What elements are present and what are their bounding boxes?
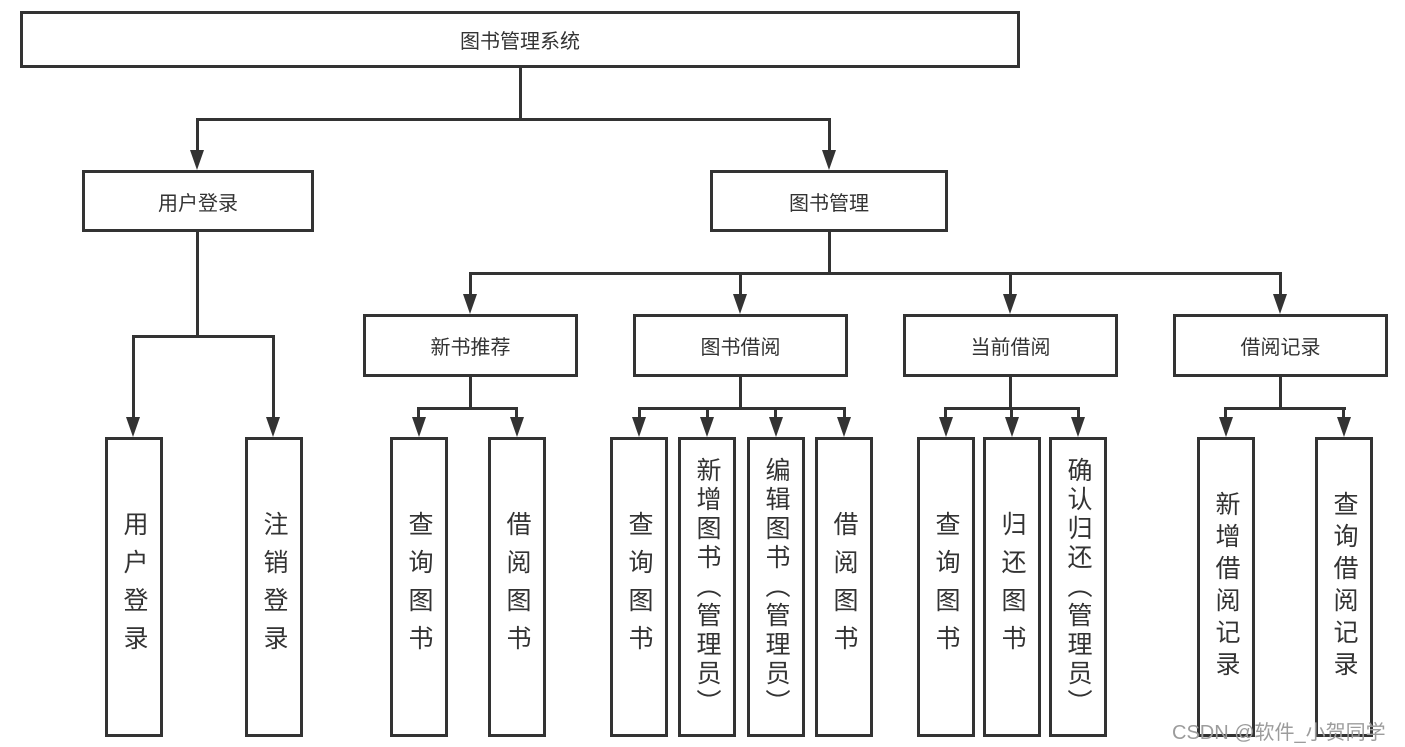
connector-line (1279, 377, 1282, 407)
connector-line (132, 335, 275, 338)
leaf-borrow-books-2: 借阅图书 (815, 437, 873, 737)
leaf-label: 借阅图书 (503, 511, 531, 663)
csdn-watermark: CSDN @软件_小贺同学 (1172, 722, 1386, 744)
connector-line (1010, 407, 1013, 419)
connector-line (132, 335, 135, 417)
leaf-edit-books-admin: 编辑图书（管理员） (747, 437, 805, 737)
arrow-down-icon (190, 150, 204, 170)
leaf-label: 借阅图书 (830, 511, 858, 663)
arrow-down-icon (1071, 417, 1085, 437)
leaf-label: 用户登录 (120, 511, 148, 663)
connector-line (638, 407, 641, 419)
connector-line (1009, 272, 1012, 296)
leaf-add-borrow-record: 新增借阅记录 (1197, 437, 1255, 737)
leaf-label: 新增借阅记录 (1212, 491, 1240, 683)
node-library-management-system: 图书管理系统 (20, 11, 1020, 68)
leaf-query-books-2: 查询图书 (610, 437, 668, 737)
node-label: 图书管理 (789, 192, 869, 215)
connector-line (1279, 272, 1282, 296)
connector-line (739, 272, 742, 296)
connector-line (519, 68, 522, 118)
node-label: 新书推荐 (430, 337, 511, 359)
connector-line (417, 407, 420, 419)
leaf-label: 注销登录 (260, 511, 288, 663)
connector-line (196, 118, 199, 152)
leaf-borrow-books: 借阅图书 (488, 437, 546, 737)
leaf-add-books-admin: 新增图书（管理员） (678, 437, 736, 737)
leaf-confirm-return-admin: 确认归还（管理员） (1049, 437, 1107, 737)
connector-line (1077, 407, 1080, 419)
arrow-down-icon (632, 417, 646, 437)
connector-line (1224, 407, 1346, 410)
connector-line (1009, 377, 1012, 407)
node-label: 图书借阅 (700, 337, 781, 359)
connector-line (774, 407, 777, 419)
arrow-down-icon (822, 150, 836, 170)
connector-line (944, 407, 947, 419)
arrow-down-icon (1003, 294, 1017, 314)
connector-line (469, 272, 472, 296)
connector-line (739, 377, 742, 407)
connector-line (1224, 407, 1227, 419)
leaf-label: 编辑图书（管理员） (762, 456, 790, 718)
arrow-down-icon (463, 294, 477, 314)
connector-line (828, 118, 831, 152)
arrow-down-icon (412, 417, 426, 437)
connector-line (843, 407, 846, 419)
connector-line (515, 407, 518, 419)
node-borrow-records: 借阅记录 (1173, 314, 1388, 377)
connector-line (1342, 407, 1345, 419)
leaf-query-borrow-record: 查询借阅记录 (1315, 437, 1373, 737)
leaf-query-books-3: 查询图书 (917, 437, 975, 737)
arrow-down-icon (769, 417, 783, 437)
arrow-down-icon (1219, 417, 1233, 437)
node-label: 用户登录 (158, 192, 238, 215)
arrow-down-icon (1005, 417, 1019, 437)
arrow-down-icon (266, 417, 280, 437)
connector-line (706, 407, 709, 419)
connector-line (469, 377, 472, 407)
arrow-down-icon (733, 294, 747, 314)
node-book-management: 图书管理 (710, 170, 948, 232)
connector-line (272, 335, 275, 417)
leaf-return-books: 归还图书 (983, 437, 1041, 737)
leaf-label: 查询图书 (932, 511, 960, 663)
arrow-down-icon (126, 417, 140, 437)
connector-line (638, 407, 845, 410)
connector-line (828, 232, 831, 272)
arrow-down-icon (837, 417, 851, 437)
connector-line (196, 118, 831, 121)
arrow-down-icon (1337, 417, 1351, 437)
connector-line (417, 407, 518, 410)
leaf-query-books: 查询图书 (390, 437, 448, 737)
arrow-down-icon (510, 417, 524, 437)
node-label: 借阅记录 (1240, 337, 1321, 359)
connector-line (196, 232, 199, 335)
node-new-book-recommend: 新书推荐 (363, 314, 578, 377)
arrow-down-icon (700, 417, 714, 437)
leaf-label: 查询借阅记录 (1330, 491, 1358, 683)
arrow-down-icon (1273, 294, 1287, 314)
connector-line (469, 272, 1282, 275)
leaf-label: 查询图书 (625, 511, 653, 663)
arrow-down-icon (939, 417, 953, 437)
leaf-logout: 注销登录 (245, 437, 303, 737)
leaf-label: 确认归还（管理员） (1064, 456, 1092, 718)
node-label: 当前借阅 (970, 337, 1051, 359)
node-label: 图书管理系统 (460, 31, 580, 53)
leaf-user-login: 用户登录 (105, 437, 163, 737)
node-user-login: 用户登录 (82, 170, 314, 232)
leaf-label: 归还图书 (998, 511, 1026, 663)
leaf-label: 查询图书 (405, 511, 433, 663)
leaf-label: 新增图书（管理员） (693, 456, 721, 718)
node-book-borrow: 图书借阅 (633, 314, 848, 377)
node-current-borrow: 当前借阅 (903, 314, 1118, 377)
